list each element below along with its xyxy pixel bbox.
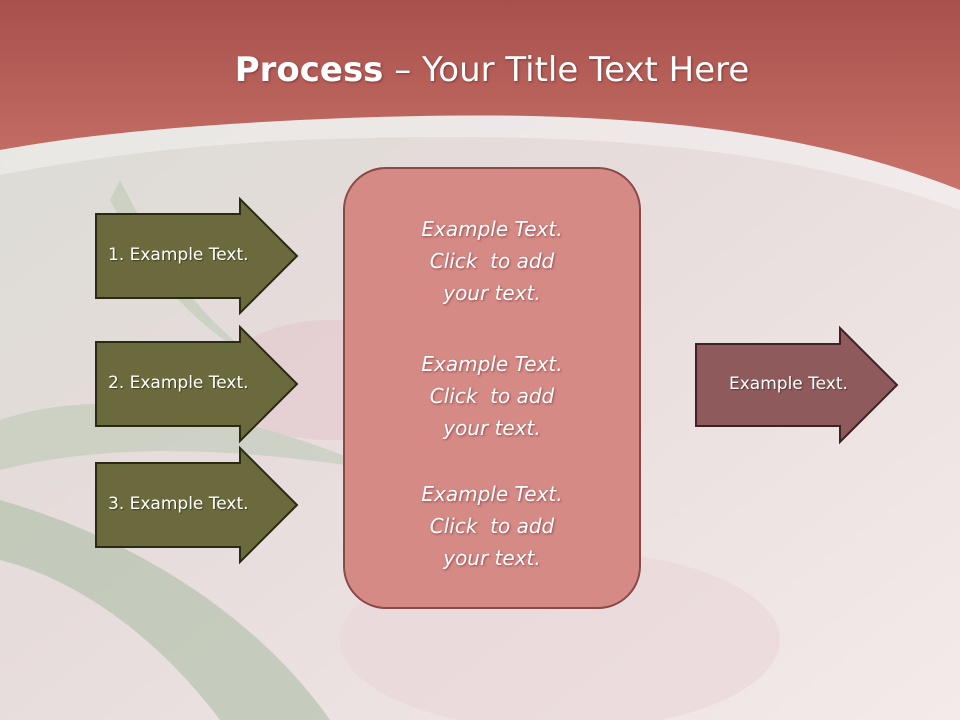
center-block-1-line-1: Example Text.	[421, 217, 563, 241]
center-block-3-line-3: your text.	[443, 546, 541, 570]
slide-title: Process – Your Title Text Here	[0, 50, 960, 90]
center-block-2-line-2: Click to add	[429, 384, 555, 408]
title-rest: – Your Title Text Here	[383, 50, 750, 90]
center-block-2-line-1: Example Text.	[421, 352, 563, 376]
center-block-1-line-2: Click to add	[429, 249, 555, 273]
center-block-1-line-3: your text.	[443, 281, 541, 305]
title-bold: Process	[234, 50, 384, 90]
right-arrow-label: Example Text.	[729, 374, 848, 394]
center-block-2: Example Text. Click to add your text.	[343, 348, 641, 444]
center-block-3-line-1: Example Text.	[421, 482, 563, 506]
center-block-2-line-3: your text.	[443, 416, 541, 440]
left-arrow-2-label: 2. Example Text.	[108, 373, 249, 393]
center-block-1: Example Text. Click to add your text.	[343, 213, 641, 309]
left-arrow-3-label: 3. Example Text.	[108, 494, 249, 514]
center-block-3: Example Text. Click to add your text.	[343, 478, 641, 574]
center-block-3-line-2: Click to add	[429, 514, 555, 538]
left-arrow-1-label: 1. Example Text.	[108, 245, 249, 265]
